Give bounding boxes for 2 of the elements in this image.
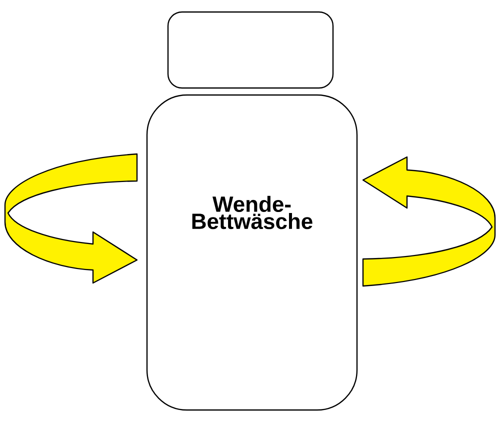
bottle-cap [167, 11, 334, 89]
bottle-body: Wende- Bettwäsche [146, 94, 358, 411]
